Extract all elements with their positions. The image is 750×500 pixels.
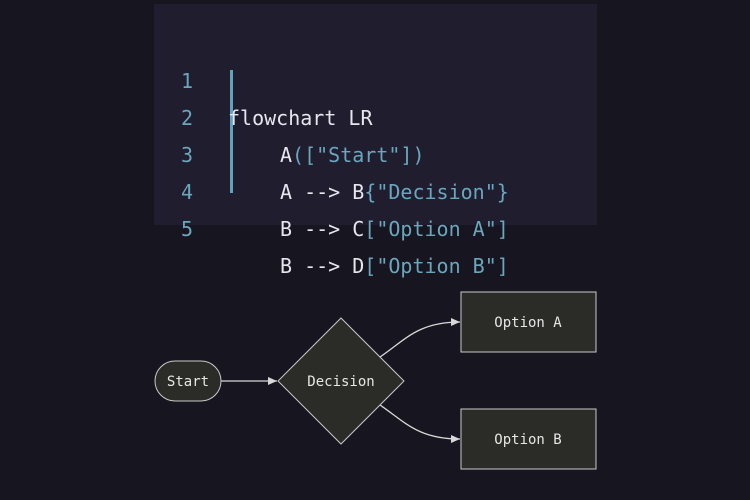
code-editor[interactable]: 1 flowchart LR 2 A(["Start"]) 3 A --> B{… [154, 4, 597, 278]
node-decision[interactable]: Decision [277, 317, 405, 445]
code-text: B --> D["Option B"] [280, 248, 509, 285]
code-identifier: B --> C [280, 217, 365, 241]
edge-decision-to-option-b [379, 404, 461, 443]
code-line-5: 5 B --> D["Option B"] [154, 174, 597, 278]
code-label: ["Option A"] [364, 217, 509, 241]
node-decision-label: Decision [307, 374, 374, 390]
code-text: B --> C["Option A"] [280, 211, 509, 248]
code-text: A --> B{"Decision"} [280, 174, 509, 211]
code-line-3: 3 A --> B{"Decision"} [154, 100, 597, 204]
code-line-2: 2 A(["Start"]) [154, 63, 597, 167]
code-identifier: A --> B [280, 180, 365, 204]
node-start[interactable]: Start [154, 360, 222, 402]
indent-guide [230, 70, 233, 193]
node-start-label: Start [167, 374, 209, 390]
line-number: 1 [181, 69, 194, 93]
line-number: 4 [181, 180, 194, 204]
edges [221, 318, 461, 443]
node-option-a-label: Option A [494, 315, 562, 331]
node-option-b[interactable]: Option B [460, 408, 597, 470]
code-identifier: B --> D [280, 254, 365, 278]
node-option-b-label: Option B [494, 432, 561, 448]
code-identifier: A [280, 143, 293, 167]
line-number: 2 [181, 106, 194, 130]
line-number: 3 [181, 143, 194, 167]
code-label: ["Option B"] [364, 254, 509, 278]
code-line-4: 4 B --> C["Option A"] [154, 137, 597, 241]
code-identifier: flowchart LR [228, 106, 373, 130]
code-line-1: 1 flowchart LR [154, 26, 597, 130]
code-label: {"Decision"} [364, 180, 509, 204]
code-label: (["Start"]) [292, 143, 425, 167]
code-text: A(["Start"]) [280, 137, 425, 174]
code-text: flowchart LR [228, 100, 373, 137]
edge-decision-to-option-a [379, 318, 461, 358]
line-number: 5 [181, 217, 194, 241]
node-option-a[interactable]: Option A [460, 291, 597, 353]
